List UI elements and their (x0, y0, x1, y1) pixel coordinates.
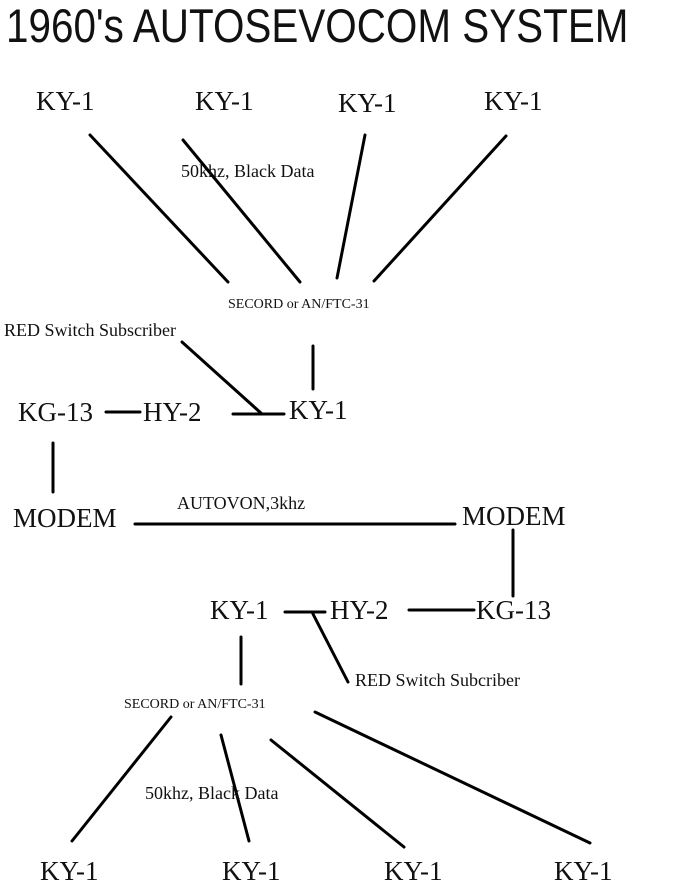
top-kg13-label: KG-13 (18, 397, 93, 427)
left-modem-label: MODEM (13, 503, 117, 533)
top-terminal-ky1: KY-1 (484, 86, 543, 116)
line-bottom-ky1-a (70, 715, 173, 843)
line-bottom-ky1-b (219, 733, 251, 843)
top-switch-label: SECORD or AN/FTC-31 (228, 297, 370, 312)
line-top-ky1-a (88, 133, 230, 284)
bottom-terminal-ky1: KY-1 (40, 856, 99, 886)
bottom-hy2-label: HY-2 (330, 595, 389, 625)
line-top-ky1-d (372, 134, 508, 283)
top-terminal-ky1: KY-1 (338, 88, 397, 118)
bottom-terminal-ky1: KY-1 (554, 856, 613, 886)
top-link-label: 50khz, Black Data (181, 161, 315, 181)
bottom-terminal-ky1: KY-1 (384, 856, 443, 886)
bottom-red-switch-label: RED Switch Subcriber (355, 670, 520, 690)
line-bottom-ky1-c (269, 738, 406, 849)
line-red-switch-top (180, 340, 264, 416)
top-terminal-ky1: KY-1 (36, 86, 95, 116)
line-top-ky1-c (335, 133, 367, 280)
line-bottom-ky1-d (313, 710, 592, 845)
top-hy2-label: HY-2 (143, 397, 202, 427)
top-ky1-label: KY-1 (289, 395, 348, 425)
bottom-ky1-label: KY-1 (210, 595, 269, 625)
bottom-link-label: 50khz, Black Data (145, 783, 279, 803)
line-top-ky1-b (181, 138, 302, 284)
line-red-switch-bottom (311, 612, 350, 684)
right-modem-label: MODEM (462, 501, 566, 531)
bottom-terminal-ky1: KY-1 (222, 856, 281, 886)
bottom-kg13-label: KG-13 (476, 595, 551, 625)
top-terminal-ky1: KY-1 (195, 86, 254, 116)
autovon-label: AUTOVON,3khz (177, 493, 306, 513)
page-title: 1960's AUTOSEVOCOM SYSTEM (6, 0, 629, 52)
bottom-switch-label: SECORD or AN/FTC-31 (124, 697, 266, 712)
top-red-switch-label: RED Switch Subscriber (4, 320, 176, 340)
